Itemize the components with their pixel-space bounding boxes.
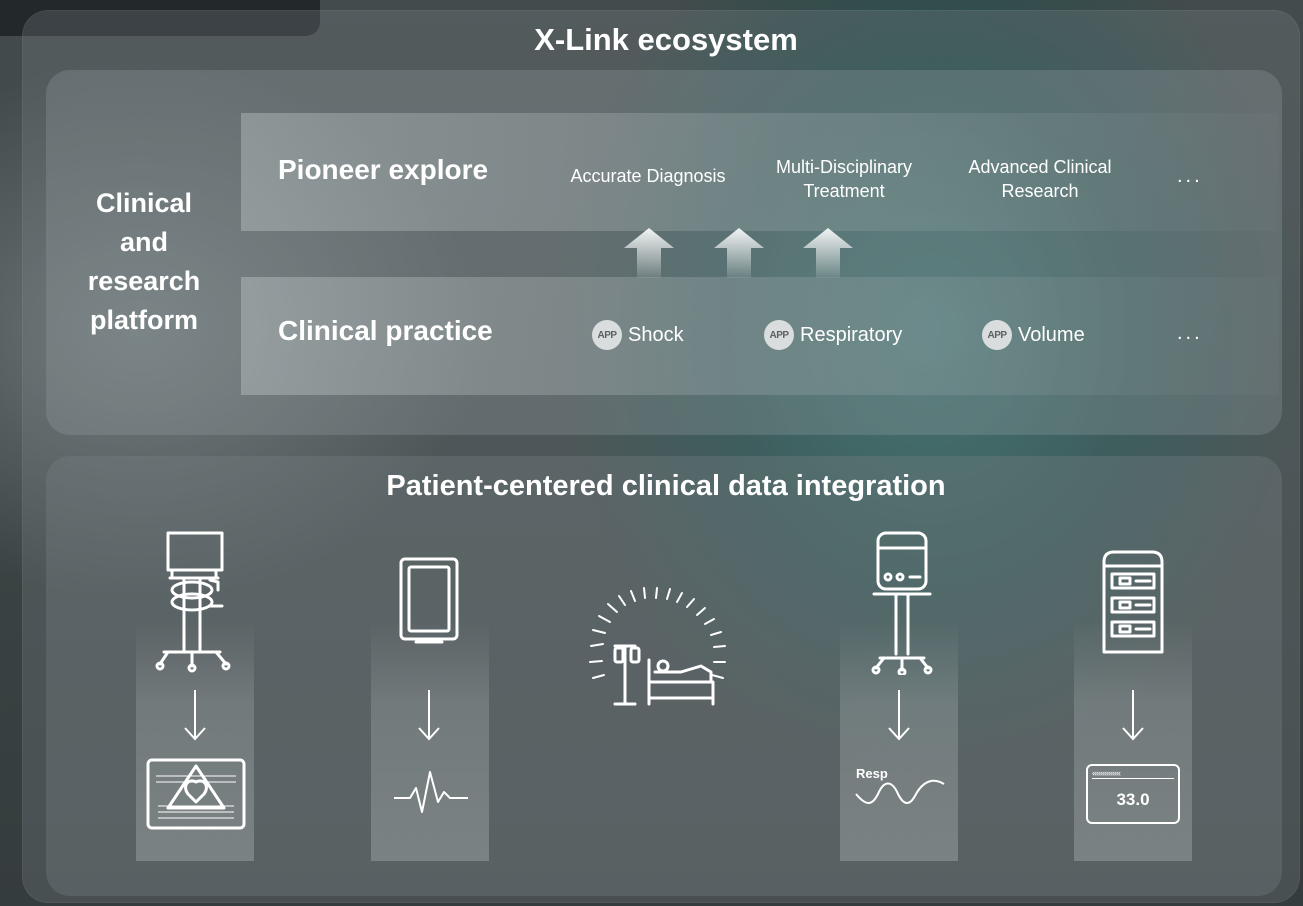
- ventilator-column: [840, 620, 958, 861]
- infusion-column: [1074, 620, 1192, 861]
- diagram-title: X-Link ecosystem: [534, 22, 798, 57]
- app-volume: APP Volume: [982, 320, 1085, 350]
- chevrons-left-icon: ‹‹‹‹‹‹‹‹‹‹‹‹‹‹: [1092, 768, 1121, 778]
- infusion-pump-icon: [1102, 550, 1164, 654]
- patient-monitor-icon: [399, 557, 459, 644]
- ecg-waveform-icon: [394, 771, 468, 813]
- pioneer-explore-title: Pioneer explore: [278, 154, 489, 185]
- clinical-practice-band: [241, 277, 1279, 395]
- pioneer-item-advanced-research: Advanced Clinical Research: [968, 157, 1112, 201]
- up-arrow-icon: [714, 228, 764, 278]
- display-value: 33.0: [1116, 790, 1150, 809]
- down-arrow-icon: [888, 690, 910, 741]
- clinical-research-platform-box: [46, 70, 1282, 435]
- monitor-column: [371, 620, 489, 861]
- app-respiratory-label: Respiratory: [800, 323, 903, 346]
- patient-bed-icon: [589, 587, 726, 706]
- background-monitor: [0, 0, 320, 36]
- numeric-display-icon: ‹‹‹‹‹‹‹‹‹‹‹‹‹‹ 33.0: [1086, 764, 1180, 824]
- ultrasound-cart-icon: [155, 531, 231, 673]
- ecosystem-panel: [22, 10, 1300, 903]
- pioneer-explore-band: [241, 113, 1279, 231]
- app-badge-icon: APP: [592, 320, 622, 350]
- up-arrow-icon: [803, 228, 853, 278]
- ventilator-icon: [871, 531, 933, 675]
- app-shock: APP Shock: [592, 320, 684, 350]
- app-respiratory: APP Respiratory: [764, 320, 902, 350]
- clinical-practice-title: Clinical practice: [278, 315, 493, 346]
- pioneer-item-multi-disciplinary: Multi-Disciplinary Treatment: [775, 157, 913, 201]
- down-arrow-icon: [184, 690, 206, 741]
- app-badge-icon: APP: [982, 320, 1012, 350]
- pioneer-item-accurate-diagnosis: Accurate Diagnosis: [570, 166, 726, 186]
- integration-title: Patient-centered clinical data integrati…: [386, 470, 946, 502]
- ultrasound-column: [136, 620, 254, 861]
- resp-label: Resp: [856, 766, 888, 781]
- down-arrow-icon: [418, 690, 440, 741]
- down-arrow-icon: [1122, 690, 1144, 741]
- app-badge-icon: APP: [764, 320, 794, 350]
- practice-more-dots: ...: [1177, 322, 1203, 344]
- display-divider: [1092, 778, 1174, 779]
- up-arrow-icon: [624, 228, 674, 278]
- respiratory-waveform-icon: [855, 779, 945, 804]
- app-volume-label: Volume: [1018, 323, 1085, 346]
- platform-label: Clinical and research platform: [87, 188, 201, 335]
- pioneer-more-dots: ...: [1177, 165, 1203, 187]
- app-shock-label: Shock: [628, 323, 684, 346]
- echocardiogram-icon: [146, 758, 246, 830]
- data-integration-box: [46, 456, 1282, 896]
